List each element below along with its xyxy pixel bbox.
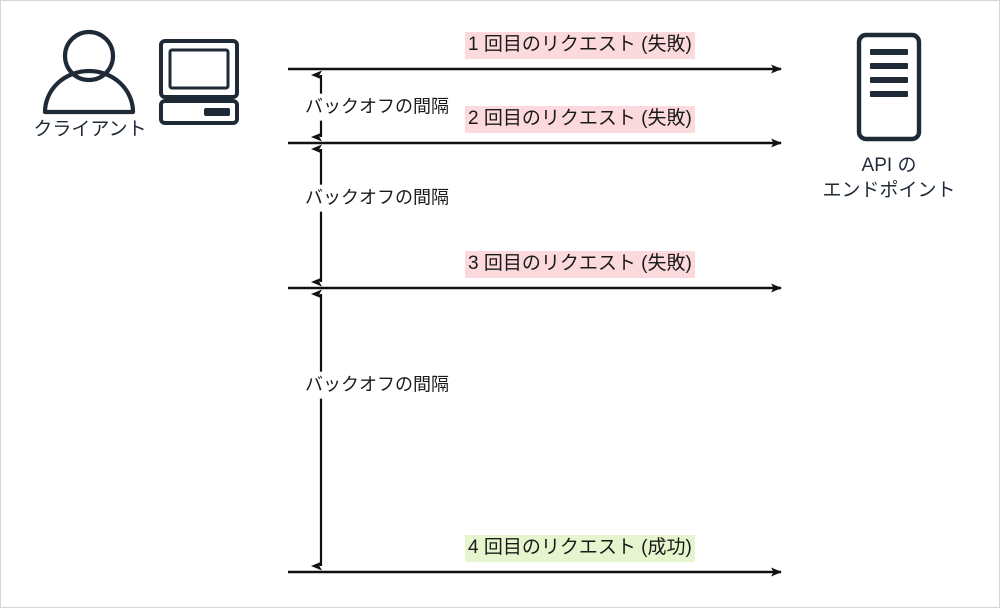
server-label-line1: API の [861, 155, 917, 176]
client-label: クライアント [33, 119, 147, 140]
backoff-label-1: バックオフの間隔 [299, 93, 455, 121]
backoff-label-2: バックオフの間隔 [299, 184, 455, 212]
person-icon [42, 29, 136, 115]
message-label-1: 1 回目のリクエスト (失敗) [465, 32, 695, 59]
desktop-computer-icon [159, 39, 239, 125]
server-tower-icon [856, 32, 922, 142]
server-label: API の エンドポイント [822, 153, 955, 203]
server-label-line2: エンドポイント [822, 180, 956, 202]
backoff-label-3: バックオフの間隔 [299, 371, 455, 399]
message-label-2: 2 回目のリクエスト (失敗) [465, 106, 695, 133]
message-label-4: 4 回目のリクエスト (成功) [465, 535, 695, 562]
message-label-3: 3 回目のリクエスト (失敗) [465, 251, 695, 278]
